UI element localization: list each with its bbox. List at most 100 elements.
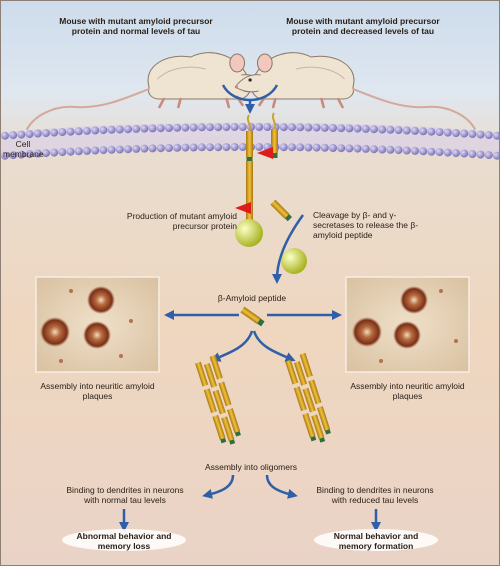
mouse-right-label: Mouse with mutant amyloid precursor prot… [286,16,440,36]
membrane-bead-outer [378,125,387,134]
membrane-bead-inner [66,147,75,156]
released-ball-domain [281,248,307,274]
membrane-bead-outer [411,126,419,135]
membrane-bead-inner [140,144,149,153]
membrane-bead-outer [230,123,239,131]
membrane-bead-inner [443,148,452,157]
membrane-bead-outer [419,127,428,136]
membrane-bead-inner [255,143,264,151]
membrane-bead-outer [247,123,255,131]
membrane-bead-outer [296,123,305,132]
membrane-bead-outer [132,124,141,133]
membrane-bead-inner [288,143,296,152]
membrane-bead-outer [17,130,26,139]
arrow-to-left-oligomer [210,330,254,362]
cell-membrane-label: Cell membrane [3,139,44,159]
membrane-bead-inner [419,147,428,156]
membrane-bead-inner [312,143,321,152]
membrane-bead-inner [17,150,26,159]
membrane-bead-inner [386,145,395,154]
membrane-bead-outer [402,126,411,135]
membrane-bead-outer [263,123,272,131]
membrane-bead-outer [165,124,173,132]
membrane-bead-outer [206,123,214,132]
membrane-bead-outer [452,129,460,138]
membrane-bead-outer [312,123,321,132]
membrane-bead-inner [189,143,198,152]
oligomers-label: Assembly into oligomers [204,462,298,472]
arrow-to-right-binding [265,474,298,499]
membrane-bead-outer [42,129,50,138]
membrane-bead-inner [320,143,329,152]
membrane-bead-outer [58,128,67,137]
membrane-bead-outer [329,124,337,132]
membrane-bead-outer [91,126,100,135]
membrane-bead-outer [353,124,362,133]
membrane-bead-inner [329,144,337,152]
membrane-bead-inner [197,143,206,152]
membrane-bead-inner [493,151,499,160]
membrane-bead-inner [124,145,132,154]
arrow-to-left-binding [202,474,235,499]
membrane-bead-outer [66,127,75,136]
oligomer-stack-left [195,354,241,445]
membrane-bead-outer [25,130,34,139]
membrane-bead-inner [452,149,460,158]
membrane-bead-inner [107,145,116,154]
membrane-bead-inner [50,148,59,157]
membrane-bead-outer [394,126,403,135]
membrane-bead-inner [468,150,477,159]
membrane-bead-outer [345,124,354,133]
membrane-bead-outer [255,123,264,131]
app-protein-cleaved [271,112,278,158]
membrane-bead-outer [83,126,91,135]
membrane-bead-inner [484,151,493,160]
membrane-bead-inner [91,146,100,155]
membrane-bead-outer [476,130,485,139]
binding-right-label: Binding to dendrites in neurons with red… [316,485,434,505]
membrane-bead-inner [148,144,157,153]
peptide-label: β-Amyloid peptide [217,293,287,303]
membrane-bead-outer [427,127,436,136]
membrane-bead-outer [484,131,493,140]
membrane-bead-outer [320,123,329,132]
membrane-bead-outer [238,123,247,131]
membrane-bead-outer [304,123,313,132]
membrane-bead-outer [493,131,499,140]
binding-left-label: Binding to dendrites in neurons with nor… [66,485,184,505]
membrane-bead-outer [214,123,223,132]
membrane-bead-outer [173,123,182,132]
production-label: Production of mutant amyloid precursor p… [126,211,237,231]
membrane-bead-outer [181,123,190,132]
membrane-bead-outer [370,125,378,134]
released-peptide-fragment [270,199,292,222]
membrane-bead-inner [476,150,485,159]
membrane-bead-outer [148,124,157,133]
membrane-bead-outer [9,131,18,140]
membrane-bead-outer [50,128,59,137]
membrane-bead-outer [288,123,296,132]
arrow-to-right-oligomer [252,330,296,362]
membrane-bead-inner [173,143,182,152]
membrane-bead-inner [411,146,419,155]
gamma-secretase-wedge [257,147,273,159]
mice-merge-arc [221,84,279,102]
membrane-bead-outer [1,131,9,140]
membrane-bead-inner [74,147,83,156]
membrane-bead-inner [296,143,305,152]
membrane-bead-inner [99,146,108,155]
membrane-bead-outer [124,125,132,134]
membrane-bead-inner [206,143,214,152]
amyloid-peptide-icon [240,306,265,327]
membrane-bead-outer [107,125,116,134]
membrane-bead-inner [132,144,141,153]
membrane-bead-outer [222,123,231,132]
membrane-bead-inner [83,146,91,155]
membrane-bead-inner [345,144,354,153]
membrane-bead-inner [427,147,436,156]
membrane-bead-inner [58,148,67,157]
membrane-bead-inner [214,143,223,152]
membrane-bead-inner [25,150,34,159]
